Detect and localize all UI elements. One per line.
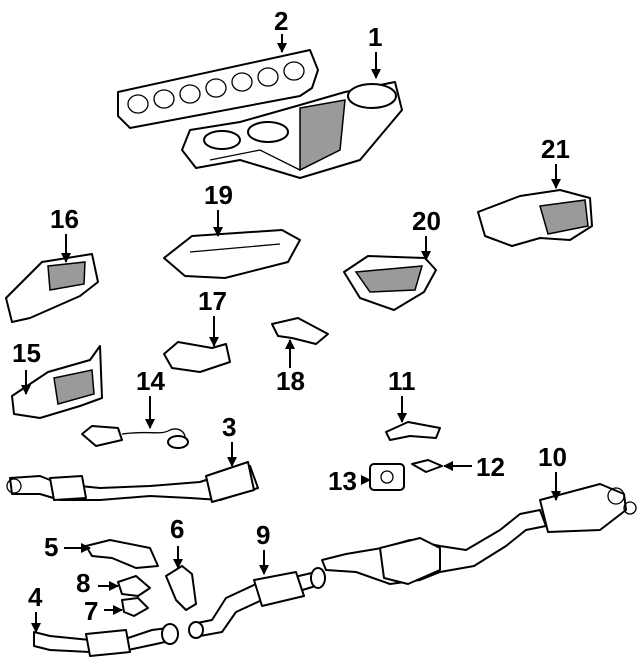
callout-8: 8 [76,568,119,598]
svg-text:10: 10 [538,442,567,472]
part-9-intermediate-pipe-converter[interactable] [188,567,326,639]
svg-text:6: 6 [170,514,184,544]
svg-text:9: 9 [256,520,270,550]
part-11-bracket[interactable] [385,421,441,441]
callout-2: 2 [274,6,288,53]
svg-text:4: 4 [28,582,43,612]
callout-3: 3 [222,412,237,467]
part-6-bracket[interactable] [165,565,197,611]
callout-14: 14 [136,366,165,429]
part-2-manifold-gasket[interactable] [117,49,319,129]
svg-text:19: 19 [204,180,233,210]
svg-text:11: 11 [388,366,416,396]
part-3-front-pipe-converter[interactable] [6,461,259,503]
callout-4: 4 [28,582,43,633]
part-7-clamp[interactable] [121,597,149,617]
callout-5: 5 [44,532,91,562]
callout-11: 11 [388,366,416,423]
svg-text:3: 3 [222,412,236,442]
svg-text:14: 14 [136,366,165,396]
part-12-bracket[interactable] [411,459,443,473]
part-10-muffler-assembly[interactable] [321,483,637,585]
svg-text:20: 20 [412,206,441,236]
svg-text:21: 21 [541,134,570,164]
svg-text:1: 1 [368,22,382,52]
svg-text:7: 7 [84,596,98,626]
callout-21: 21 [541,134,570,189]
svg-text:18: 18 [276,366,305,396]
part-16-heat-shield[interactable] [5,253,99,323]
callout-7: 7 [84,596,123,626]
callout-1: 1 [368,22,382,79]
part-19-heat-shield[interactable] [163,229,301,279]
callout-9: 9 [256,520,270,575]
callout-19: 19 [204,180,233,237]
callout-13: 13 [328,466,371,496]
part-21-heat-shield[interactable] [477,189,593,247]
part-5-bracket[interactable] [85,539,159,569]
svg-text:12: 12 [476,452,505,482]
svg-text:13: 13 [328,466,357,496]
part-15-heat-shield[interactable] [11,345,103,419]
callout-18: 18 [276,339,305,396]
part-13-hanger[interactable] [369,463,405,491]
callout-16: 16 [50,204,79,263]
callout-17: 17 [198,286,227,347]
svg-text:17: 17 [198,286,227,316]
svg-text:16: 16 [50,204,79,234]
svg-text:5: 5 [44,532,58,562]
svg-text:15: 15 [12,338,41,368]
part-14-oxygen-sensor[interactable] [81,425,189,449]
callout-10: 10 [538,442,567,501]
callout-6: 6 [170,514,184,569]
callout-20: 20 [412,206,441,261]
svg-text:8: 8 [76,568,90,598]
callout-15: 15 [12,338,41,395]
part-4-front-pipe-converter[interactable] [33,623,179,657]
svg-text:2: 2 [274,6,288,36]
part-18-bracket[interactable] [271,317,329,345]
part-17-bracket[interactable] [163,341,231,373]
part-8-clamp[interactable] [117,575,151,597]
part-20-heat-shield[interactable] [343,255,437,311]
part-1-exhaust-manifold[interactable] [181,81,403,179]
callout-12: 12 [443,452,505,482]
